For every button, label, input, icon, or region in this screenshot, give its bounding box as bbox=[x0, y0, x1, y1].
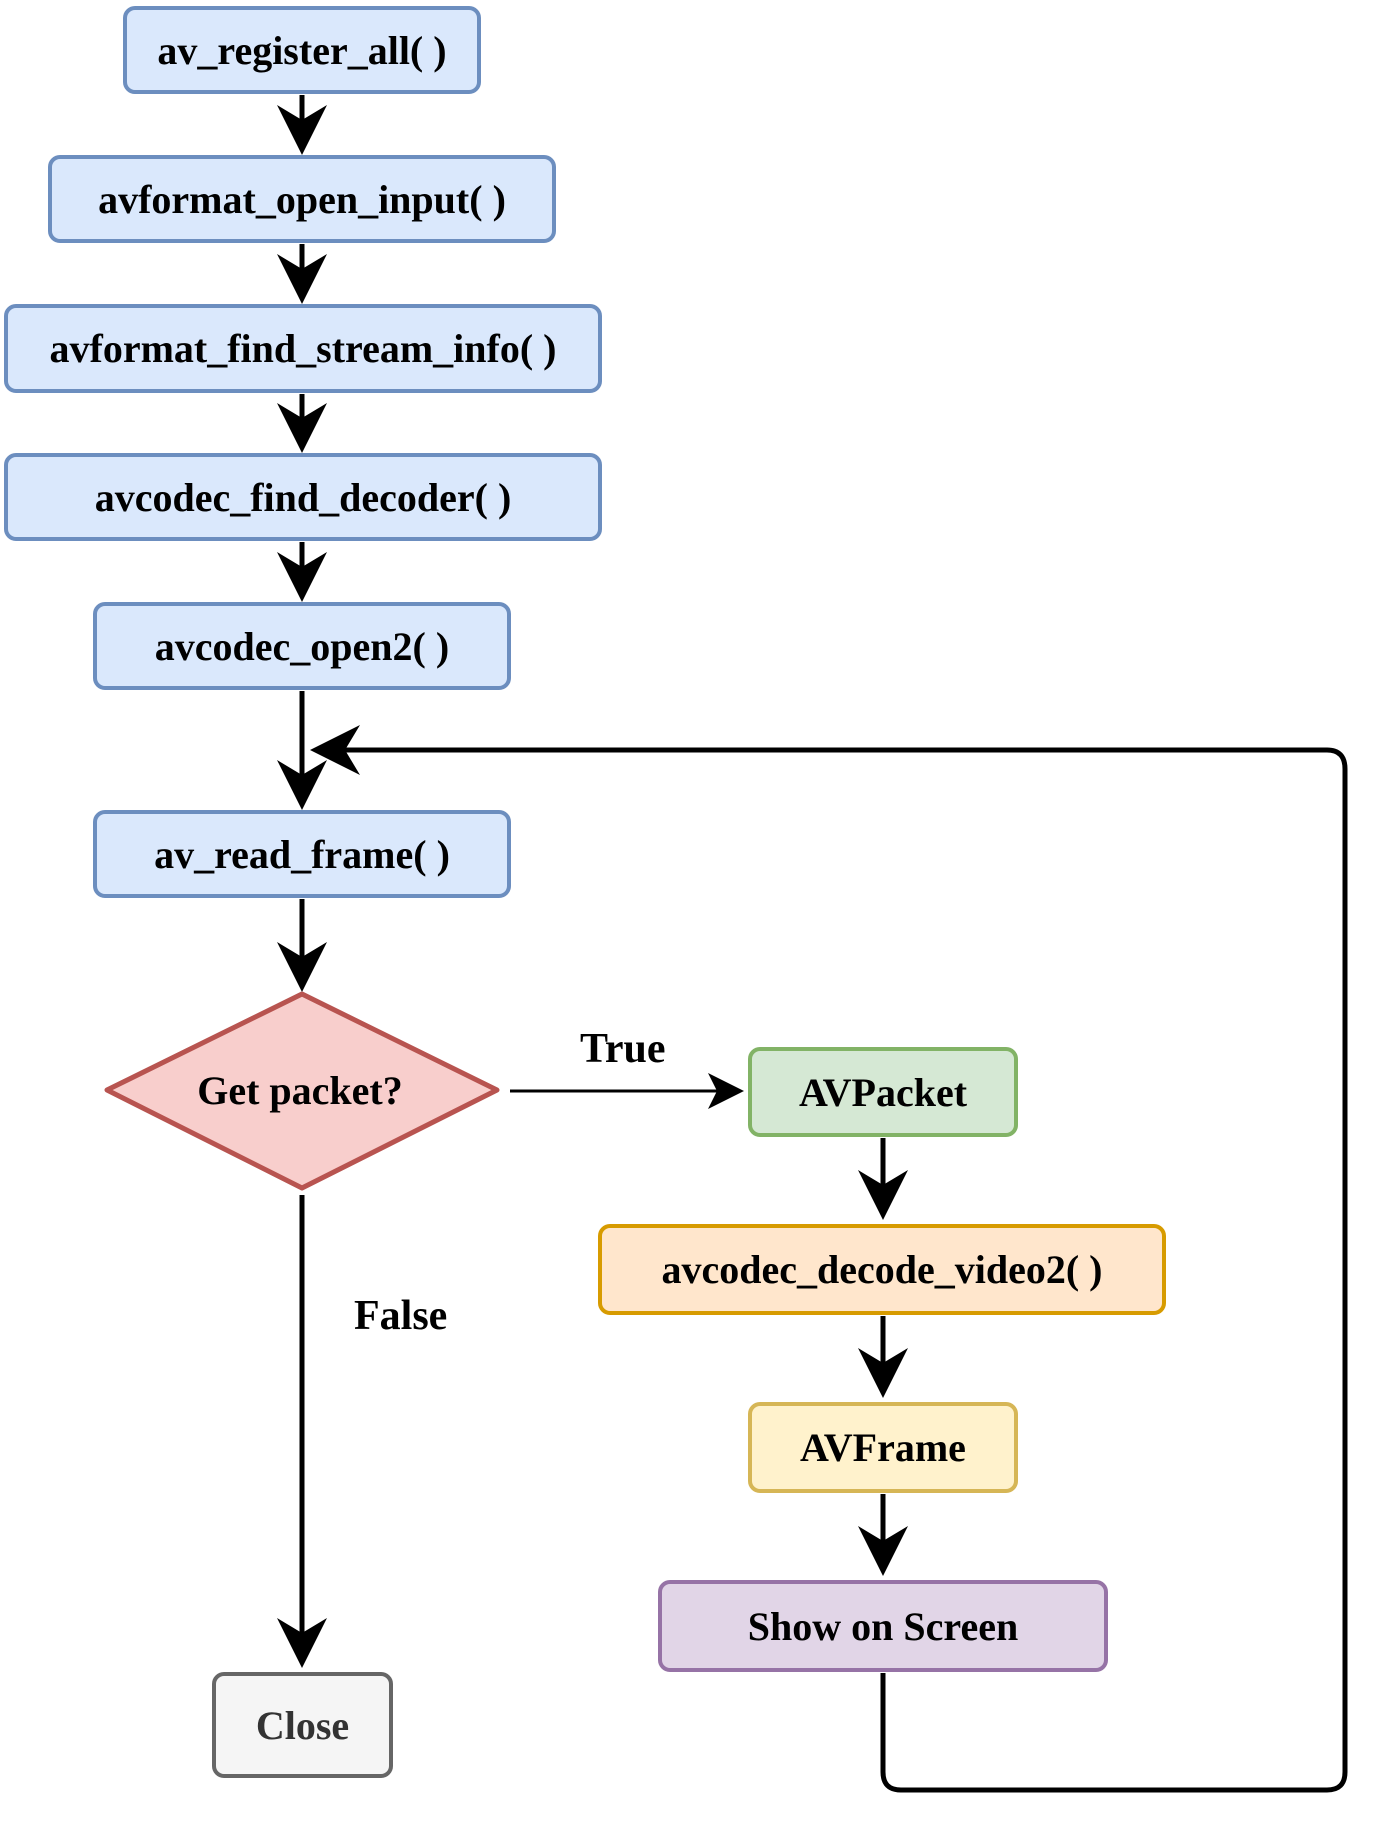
arrow-loop-back bbox=[310, 725, 1348, 1793]
node-av-read-frame: av_read_frame( ) bbox=[93, 810, 511, 898]
node-avformat-open-input: avformat_open_input( ) bbox=[48, 155, 556, 243]
edge-label-false: False bbox=[354, 1293, 448, 1339]
edge-label-true: True bbox=[580, 1026, 666, 1072]
decision-diamond bbox=[104, 991, 500, 1191]
decision-label: Get packet? bbox=[197, 1067, 403, 1113]
node-close: Close bbox=[212, 1672, 393, 1778]
node-show-on-screen: Show on Screen bbox=[658, 1580, 1108, 1672]
node-avformat-find-stream-info: avformat_find_stream_info( ) bbox=[4, 304, 602, 393]
node-av-register-all: av_register_all( ) bbox=[123, 6, 481, 94]
node-avcodec-decode-video2: avcodec_decode_video2( ) bbox=[598, 1224, 1166, 1315]
node-avframe: AVFrame bbox=[748, 1402, 1018, 1493]
node-avcodec-find-decoder: avcodec_find_decoder( ) bbox=[4, 453, 602, 541]
node-avpacket: AVPacket bbox=[748, 1047, 1018, 1137]
node-avcodec-open2: avcodec_open2( ) bbox=[93, 602, 511, 690]
